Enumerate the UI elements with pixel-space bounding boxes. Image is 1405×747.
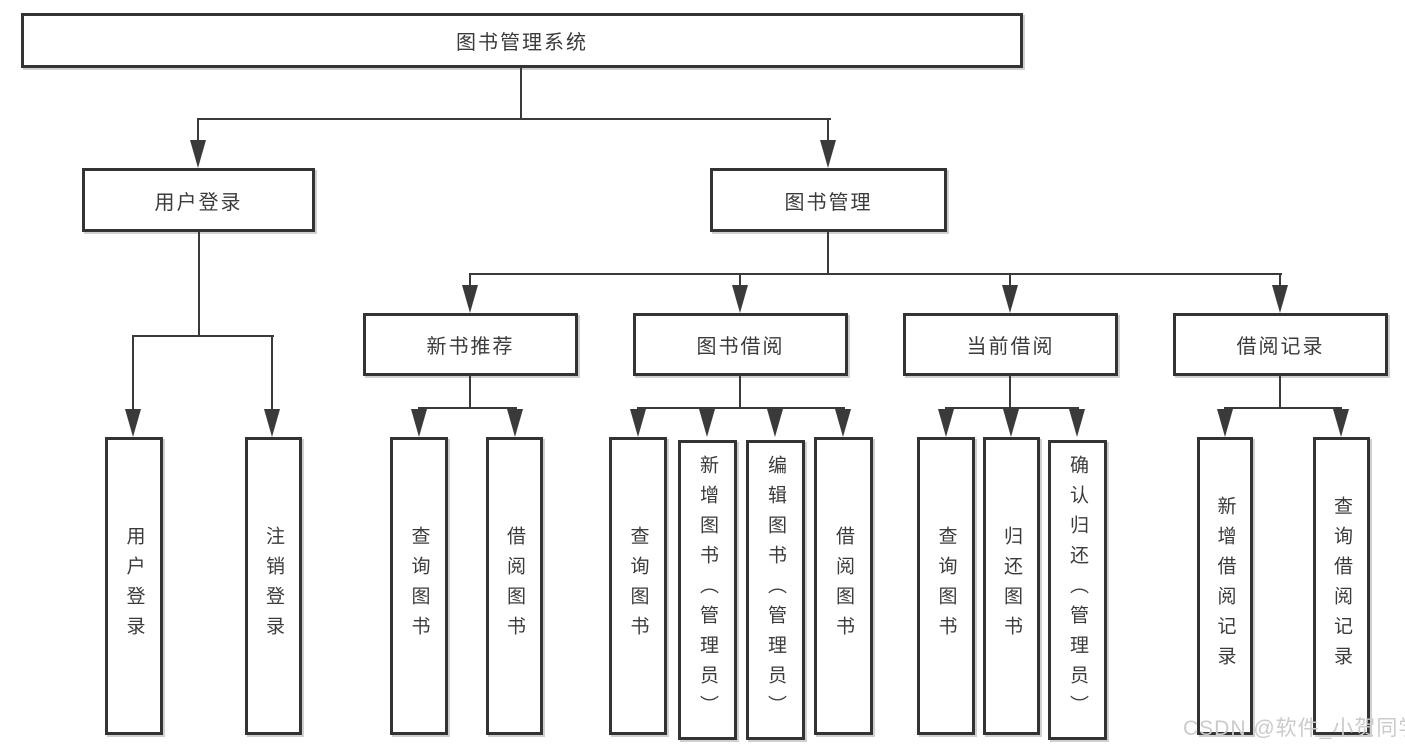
connector-new-book-stem: [469, 376, 471, 409]
csdn-watermark: CSDN @软件_小贺同学: [1183, 717, 1405, 740]
arrowhead-book-borrow-child3: [767, 409, 783, 437]
arrowhead-book-borrow: [732, 285, 748, 313]
leaf-current-query-books-label: 查询图书: [935, 526, 957, 646]
arrowhead-new-book-child1: [411, 409, 427, 437]
arrowhead-borrow-record-child1: [1217, 409, 1233, 437]
leaf-confirm-return-admin: 确认归还（管理员）: [1048, 440, 1107, 740]
leaf-borrow-borrow-books: 借阅图书: [814, 437, 873, 735]
leaf-borrow-query-books-label: 查询图书: [627, 526, 649, 646]
leaf-return-books: 归还图书: [983, 437, 1040, 735]
connector-user-login-child2-drop: [271, 335, 273, 413]
leaf-user-login-label: 用户登录: [123, 526, 145, 646]
arrowhead-new-book-child2: [507, 409, 523, 437]
leaf-newbook-borrow-books: 借阅图书: [486, 437, 543, 735]
arrowhead-book-borrow-child4: [835, 409, 851, 437]
connector-user-login-drop: [197, 118, 199, 144]
node-root-label: 图书管理系统: [456, 32, 588, 54]
connector-borrow-record-stem: [1279, 376, 1281, 409]
node-book-mgmt: 图书管理: [710, 168, 947, 232]
connector-root-stem: [520, 68, 522, 120]
node-new-book-label: 新书推荐: [426, 336, 515, 358]
arrowhead-book-borrow-child1: [630, 409, 646, 437]
node-book-borrow: 图书借阅: [633, 313, 848, 376]
leaf-query-borrow-record-label: 查询借阅记录: [1331, 496, 1352, 676]
leaf-newbook-query-books-label: 查询图书: [408, 526, 430, 646]
connector-level2-rail: [197, 118, 831, 120]
connector-level3-rail: [469, 273, 1282, 275]
arrowhead-book-mgmt: [820, 140, 836, 168]
leaf-borrow-query-books: 查询图书: [609, 437, 667, 735]
arrowhead-book-borrow-child2: [699, 409, 715, 437]
connector-borrow-record-drop: [1279, 273, 1281, 289]
leaf-logout: 注销登录: [245, 437, 302, 735]
connector-book-borrow-stem: [739, 376, 741, 409]
node-current-borrow-label: 当前借阅: [966, 336, 1055, 358]
arrowhead-current-borrow-child3: [1069, 409, 1085, 437]
node-borrow-record-label: 借阅记录: [1236, 336, 1325, 358]
arrowhead-borrow-record-child2: [1333, 409, 1349, 437]
leaf-borrow-borrow-books-label: 借阅图书: [833, 526, 854, 646]
leaf-current-query-books: 查询图书: [917, 437, 975, 735]
connector-borrow-record-rail: [1224, 407, 1342, 409]
node-borrow-record: 借阅记录: [1173, 313, 1388, 376]
connector-user-login-rail: [132, 335, 274, 337]
leaf-add-books-admin-label: 新增图书（管理员）: [697, 455, 718, 725]
connector-current-borrow-drop: [1009, 273, 1011, 289]
node-book-mgmt-label: 图书管理: [784, 191, 873, 214]
leaf-edit-books-admin: 编辑图书（管理员）: [746, 440, 805, 740]
leaf-newbook-borrow-books-label: 借阅图书: [504, 526, 525, 646]
leaf-return-books-label: 归还图书: [1001, 526, 1022, 646]
node-user-login: 用户登录: [82, 168, 315, 232]
leaf-confirm-return-admin-label: 确认归还（管理员）: [1067, 455, 1088, 725]
arrowhead-user-login-child2: [264, 409, 280, 437]
connector-book-mgmt-drop: [827, 118, 829, 144]
arrowhead-user-login: [190, 140, 206, 168]
leaf-user-login: 用户登录: [105, 437, 163, 735]
connector-new-book-rail: [418, 407, 517, 409]
node-new-book: 新书推荐: [363, 313, 578, 376]
leaf-query-borrow-record: 查询借阅记录: [1313, 437, 1370, 735]
leaf-add-borrow-record: 新增借阅记录: [1197, 437, 1253, 735]
node-user-login-label: 用户登录: [154, 191, 243, 214]
arrowhead-current-borrow-child1: [938, 409, 954, 437]
node-book-borrow-label: 图书借阅: [696, 336, 785, 358]
connector-book-borrow-rail: [637, 407, 845, 409]
connector-book-mgmt-stem: [827, 232, 829, 275]
node-current-borrow: 当前借阅: [903, 313, 1118, 376]
connector-current-borrow-stem: [1009, 376, 1011, 409]
connector-current-borrow-rail: [945, 407, 1079, 409]
arrowhead-user-login-child1: [125, 409, 141, 437]
node-root: 图书管理系统: [21, 13, 1023, 68]
connector-new-book-drop: [469, 273, 471, 289]
leaf-add-books-admin: 新增图书（管理员）: [678, 440, 737, 740]
arrowhead-borrow-record: [1272, 285, 1288, 313]
leaf-add-borrow-record-label: 新增借阅记录: [1214, 496, 1236, 676]
arrowhead-new-book: [462, 285, 478, 313]
connector-user-login-stem: [198, 232, 200, 337]
connector-user-login-child1-drop: [132, 335, 134, 413]
leaf-logout-label: 注销登录: [263, 526, 284, 646]
arrowhead-current-borrow-child2: [1003, 409, 1019, 437]
connector-book-borrow-drop: [739, 273, 741, 289]
arrowhead-current-borrow: [1002, 285, 1018, 313]
leaf-newbook-query-books: 查询图书: [390, 437, 448, 735]
leaf-edit-books-admin-label: 编辑图书（管理员）: [765, 455, 786, 725]
